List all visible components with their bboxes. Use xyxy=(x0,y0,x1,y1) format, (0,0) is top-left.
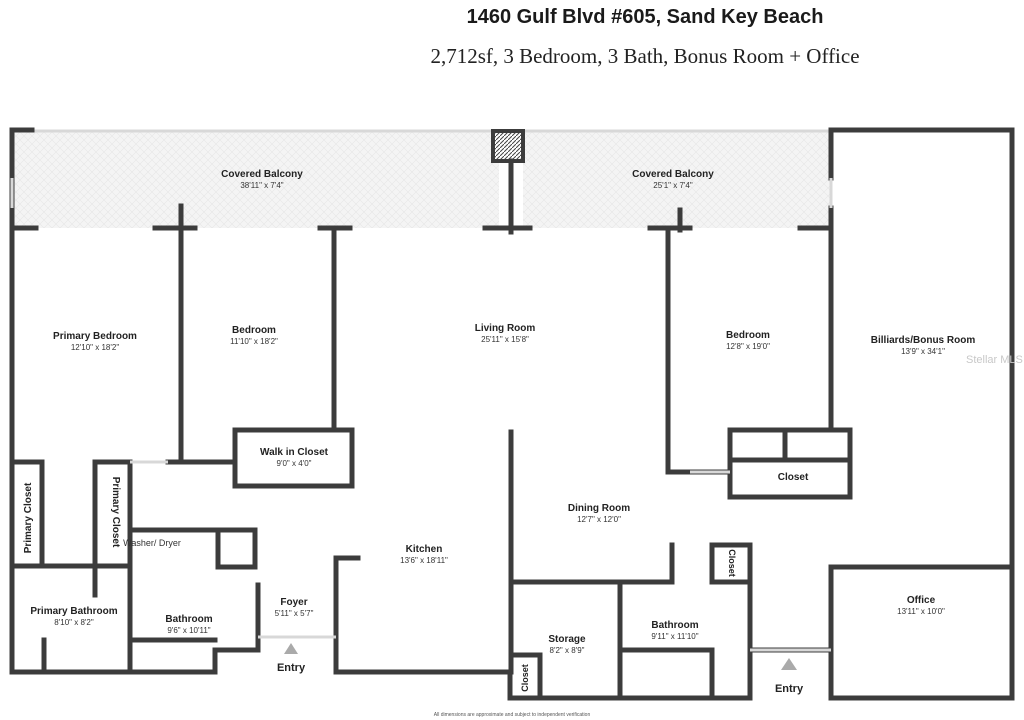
dining-room-dim: 12'7" x 12'0" xyxy=(577,515,621,524)
living-room-label: Living Room xyxy=(475,323,536,334)
primary-bathroom-label: Primary Bathroom xyxy=(30,606,117,617)
bedroom-1-dim: 11'10" x 18'2" xyxy=(230,337,278,346)
bedroom-1-label: Bedroom xyxy=(232,325,276,336)
foyer-dim: 5'11" x 5'7" xyxy=(275,609,314,618)
bathroom-1-dim: 9'6" x 10'11" xyxy=(167,626,210,635)
footer-note: All dimensions are approximate and subje… xyxy=(434,712,591,718)
walk-in-closet-label: Walk in Closet xyxy=(260,447,329,458)
bathroom-1-label: Bathroom xyxy=(165,614,212,625)
entry-left-arrow-icon xyxy=(284,643,298,654)
bonus-room-label: Billiards/Bonus Room xyxy=(871,335,976,346)
closet-right-label: Closet xyxy=(778,472,809,483)
balcony-right-dim: 25'1" x 7'4" xyxy=(653,181,693,190)
windows xyxy=(10,178,833,652)
kitchen-label: Kitchen xyxy=(406,544,443,555)
kitchen-dim: 13'6" x 18'11" xyxy=(400,556,448,565)
primary-bedroom-label: Primary Bedroom xyxy=(53,331,137,342)
primary-bedroom-dim: 12'10" x 18'2" xyxy=(71,343,119,352)
page-title: 1460 Gulf Blvd #605, Sand Key Beach xyxy=(466,6,824,28)
balcony-left-area xyxy=(12,131,499,228)
watermark: Stellar MLS xyxy=(966,354,1023,366)
foyer-label: Foyer xyxy=(280,597,307,608)
walk-in-closet-dim: 9'0" x 4'0" xyxy=(277,459,312,468)
dining-room-label: Dining Room xyxy=(568,503,630,514)
bedroom-2-dim: 12'8" x 19'0" xyxy=(726,342,770,351)
balcony-right-area xyxy=(523,131,831,228)
primary-closet-1-label: Primary Closet xyxy=(23,482,34,553)
entry-right-arrow-icon xyxy=(781,658,797,670)
primary-bathroom-dim: 8'10" x 8'2" xyxy=(54,618,94,627)
page-subtitle: 2,712sf, 3 Bedroom, 3 Bath, Bonus Room +… xyxy=(430,44,860,68)
closet-small-label: Closet xyxy=(727,549,737,577)
entry-right-label: Entry xyxy=(775,683,804,695)
interior-walls xyxy=(9,158,1015,701)
balcony-left-label: Covered Balcony xyxy=(221,169,303,180)
entry-left-label: Entry xyxy=(277,662,306,674)
bonus-room-dim: 13'9" x 34'1" xyxy=(901,347,945,356)
primary-closet-2-label: Primary Closet xyxy=(110,477,121,548)
bathroom-2-label: Bathroom xyxy=(651,620,698,631)
closet-bottom-label: Closet xyxy=(520,664,530,692)
bedroom-2-label: Bedroom xyxy=(726,330,770,341)
balcony-right-label: Covered Balcony xyxy=(632,169,714,180)
washer-dryer-label: Washer/ Dryer xyxy=(123,538,181,548)
office-label: Office xyxy=(907,595,936,606)
storage-label: Storage xyxy=(548,634,586,645)
structural-column xyxy=(491,129,525,163)
office-dim: 13'11" x 10'0" xyxy=(897,607,945,616)
storage-dim: 8'2" x 8'9" xyxy=(550,646,585,655)
balcony-left-dim: 38'11" x 7'4" xyxy=(240,181,283,190)
bathroom-2-dim: 9'11" x 11'10" xyxy=(651,632,698,641)
living-room-dim: 25'11" x 15'8" xyxy=(481,335,529,344)
